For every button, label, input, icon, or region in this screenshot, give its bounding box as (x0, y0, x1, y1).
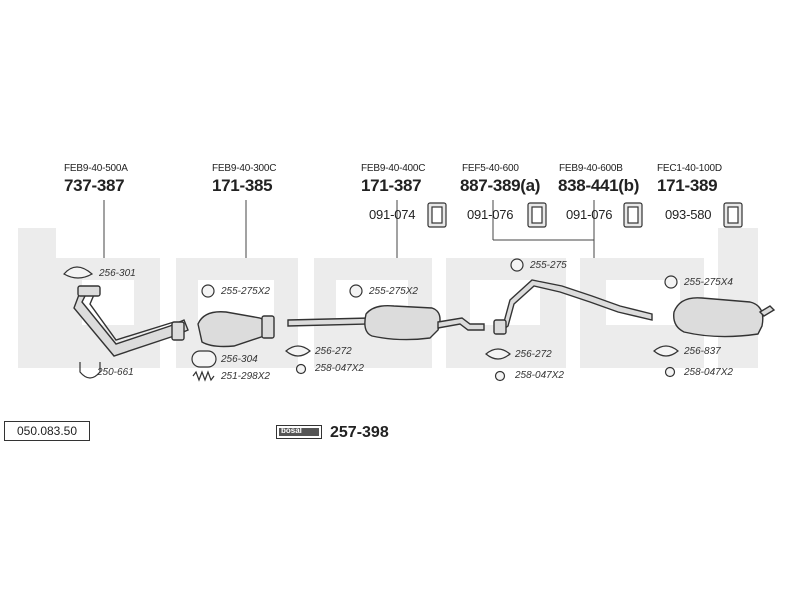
bosal-logo: bosal (276, 425, 322, 439)
component-label: 255-275X2 (221, 286, 270, 297)
assembly-code: FEC1-40-100D (657, 163, 722, 174)
accessory-part: 091-076 (467, 207, 514, 222)
part-number: 171-385 (212, 176, 273, 195)
exhaust-components (73, 279, 776, 357)
component-label: 256-301 (99, 268, 136, 279)
component-label: 255-275X4 (684, 277, 733, 288)
part-number: 887-389(a) (460, 176, 541, 195)
assembly-code: FEB9-40-500A (64, 163, 128, 174)
component-label: 256-304 (221, 354, 258, 365)
assembly-code: FEB9-40-600B (559, 163, 623, 174)
component-label: 255-275X2 (369, 286, 418, 297)
assembly-code: FEF5-40-600 (462, 163, 519, 174)
component-label: 256-837 (684, 346, 721, 357)
part-number: 171-389 (657, 176, 718, 195)
component-label: 256-272 (515, 349, 552, 360)
accessory-part: 093-580 (665, 207, 712, 222)
component-label: 258-047X2 (515, 370, 564, 381)
assembly-code: FEB9-40-400C (361, 163, 426, 174)
clamp-icons (427, 202, 743, 228)
accessory-part: 091-076 (566, 207, 613, 222)
component-label: 251-298X2 (221, 371, 270, 382)
part-number: 838-441(b) (558, 176, 640, 195)
reference-number: 050.083.50 (4, 421, 90, 441)
brand-badge-text: bosal (281, 426, 302, 435)
part-number: 737-387 (64, 176, 125, 195)
main-part-number: 257-398 (330, 424, 389, 441)
part-number: 171-387 (361, 176, 422, 195)
leader-lines (103, 200, 595, 258)
component-label: 258-047X2 (315, 363, 364, 374)
component-label: 255-275 (530, 260, 567, 271)
component-label: 258-047X2 (684, 367, 733, 378)
accessory-part: 091-074 (369, 207, 416, 222)
hardware-icons (63, 258, 679, 382)
assembly-code: FEB9-40-300C (212, 163, 277, 174)
component-label: 250-661 (97, 367, 134, 378)
component-label: 256-272 (315, 346, 352, 357)
